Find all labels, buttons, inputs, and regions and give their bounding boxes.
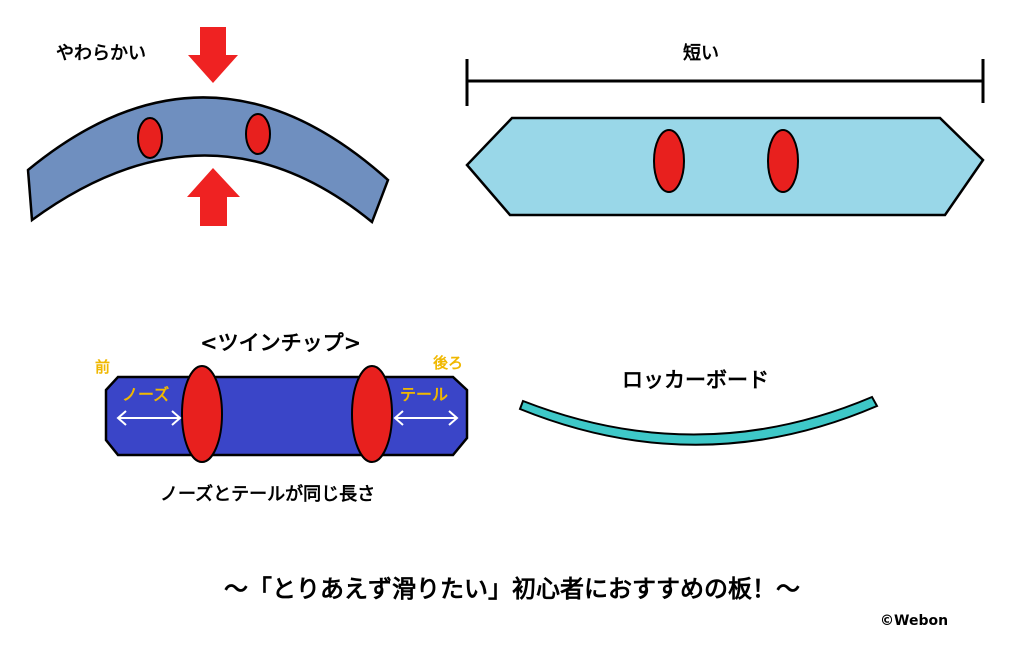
soft-board bbox=[26, 96, 390, 225]
short-label: 短い bbox=[683, 42, 719, 64]
binding-left bbox=[137, 117, 163, 159]
twin-tip-panel: <ツインチップ> 前 後ろ ノーズ テール ノーズとテールが同じ長さ bbox=[95, 331, 469, 505]
binding-right bbox=[767, 129, 799, 193]
front-label: 前 bbox=[95, 358, 110, 376]
binding-left bbox=[653, 129, 685, 193]
headline: 〜「とりあえず滑りたい」初心者におすすめの板！〜 bbox=[224, 575, 800, 603]
binding-right bbox=[245, 113, 271, 155]
nose-label: ノーズ bbox=[122, 385, 169, 404]
copyright: ©Webon bbox=[880, 613, 948, 629]
rocker-label: ロッカーボード bbox=[622, 368, 769, 392]
arrow-up-icon bbox=[187, 168, 240, 226]
double-arrow-icon bbox=[116, 410, 182, 426]
arrow-down-icon bbox=[188, 27, 238, 83]
soft-board-panel: やわらかい bbox=[26, 27, 390, 226]
back-label: 後ろ bbox=[432, 354, 463, 372]
binding-right bbox=[351, 365, 393, 463]
short-board bbox=[465, 116, 985, 217]
short-board-panel: 短い bbox=[465, 42, 985, 217]
rocker-board-panel: ロッカーボード bbox=[518, 368, 879, 446]
soft-label: やわらかい bbox=[56, 43, 146, 64]
double-arrow-icon bbox=[393, 410, 459, 426]
tail-label: テール bbox=[400, 385, 448, 404]
rocker-board bbox=[518, 395, 879, 446]
binding-left bbox=[181, 365, 223, 463]
same-length-label: ノーズとテールが同じ長さ bbox=[160, 483, 375, 505]
twin-tip-title: <ツインチップ> bbox=[200, 331, 361, 355]
